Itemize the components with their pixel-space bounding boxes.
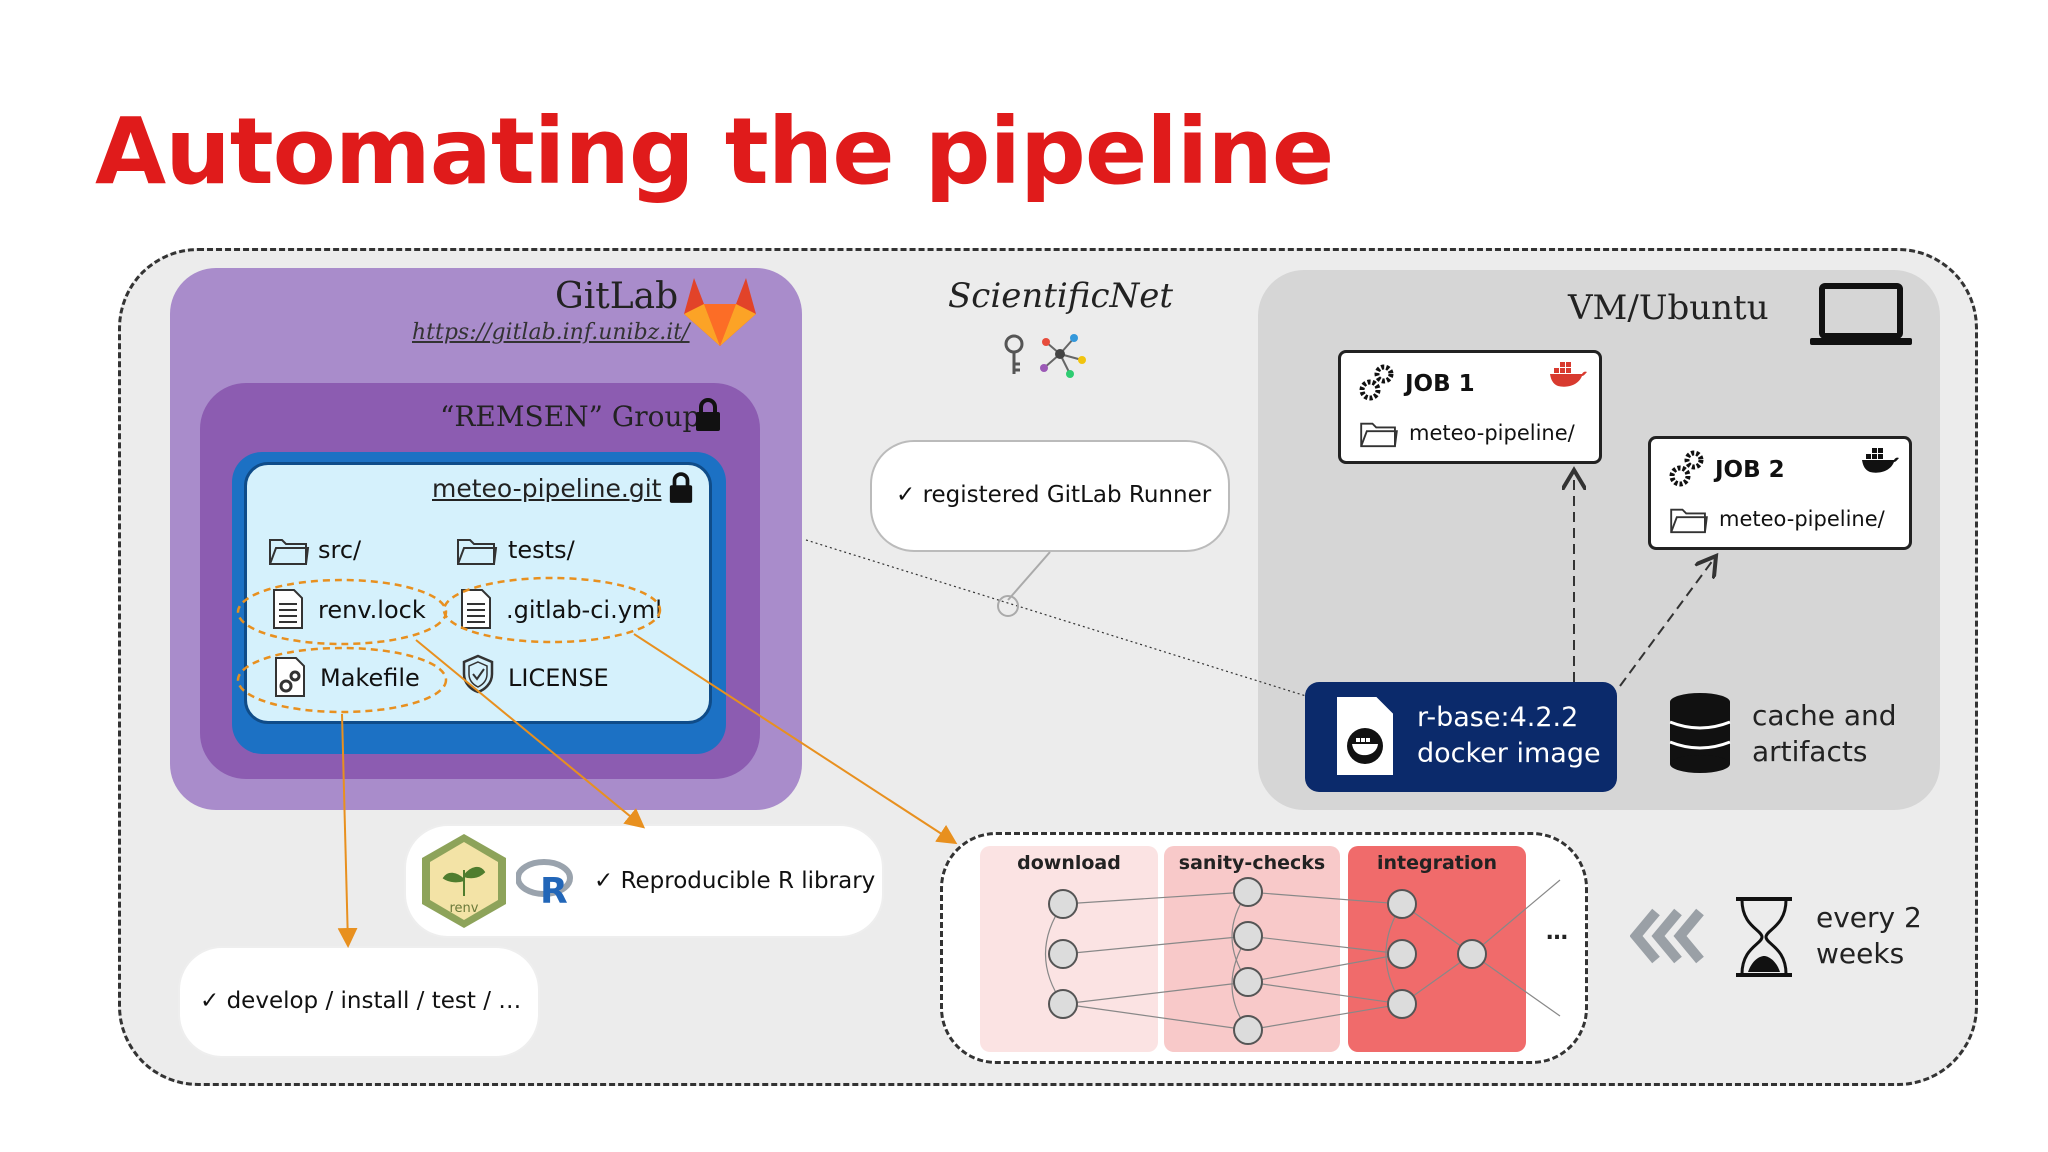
reproducible-text: ✓ Reproducible R library [594, 868, 876, 894]
laptop-icon [1810, 283, 1912, 345]
develop-text: ✓ develop / install / test / … [200, 988, 522, 1014]
file-src[interactable]: src/ [318, 536, 362, 564]
gitlab-logo-icon [684, 278, 756, 346]
docker-whale-icon [1862, 448, 1899, 473]
stage-download-label: download [1017, 852, 1121, 874]
job1-folder: meteo-pipeline/ [1409, 421, 1575, 445]
file-tests[interactable]: tests/ [508, 536, 575, 564]
rewind-chevrons-icon [1630, 908, 1704, 964]
stage-sanity-label: sanity-checks [1178, 852, 1326, 874]
r-logo-icon: R [516, 859, 573, 906]
docker-file-icon [1337, 697, 1393, 775]
stage-integration-label: integration [1377, 852, 1497, 874]
gitlab-label: GitLab [555, 276, 679, 317]
docker-whale-icon [1550, 362, 1587, 387]
folder-icon [1360, 422, 1398, 448]
renv-logo-text: renv [450, 901, 479, 916]
cache-label-line2: artifacts [1752, 735, 1868, 768]
stage-integration [1348, 846, 1526, 1052]
scientificnet-label: ScientificNet [948, 276, 1174, 316]
stage-ellipsis: … [1546, 920, 1568, 945]
docker-image-name: r-base:4.2.2 [1417, 702, 1579, 733]
r-logo-text: R [540, 871, 568, 906]
file-license[interactable]: LICENSE [508, 664, 609, 692]
file-makefile[interactable]: Makefile [320, 664, 420, 692]
develop-bubble: ✓ develop / install / test / … [178, 946, 540, 1058]
frequency-line2: weeks [1816, 937, 1905, 970]
group-label: “REMSEN” Group [440, 400, 701, 433]
job2-card[interactable]: JOB 2 meteo-pipeline/ [1648, 436, 1912, 550]
document-icon [461, 589, 491, 629]
gears-icon [1359, 364, 1394, 401]
gitlab-url-link[interactable]: https://gitlab.inf.unibz.it/ [412, 320, 690, 345]
file-renv-lock[interactable]: renv.lock [318, 596, 426, 624]
gears-icon [1669, 450, 1704, 487]
makefile-gear-icon [275, 657, 305, 697]
lock-icon [696, 398, 720, 431]
database-icon [1669, 693, 1731, 773]
job2-title: JOB 2 [1715, 457, 1785, 483]
network-key-icon [1004, 334, 1086, 378]
repo-name[interactable]: meteo-pipeline.git [432, 474, 662, 503]
frequency-line1: every 2 [1816, 901, 1922, 934]
docker-image-caption: docker image [1417, 738, 1601, 769]
vm-label: VM/Ubuntu [1568, 288, 1769, 328]
file-gitlab-ci[interactable]: .gitlab-ci.yml [506, 596, 662, 624]
job2-folder: meteo-pipeline/ [1719, 507, 1885, 531]
renv-logo-icon: renv [422, 834, 506, 928]
reproducible-bubble: ✓ Reproducible R library [404, 824, 884, 938]
hourglass-icon [1736, 897, 1792, 977]
cache-label-line1: cache and [1752, 699, 1897, 732]
lock-icon [669, 472, 693, 503]
runner-bubble: ✓ registered GitLab Runner [870, 440, 1230, 552]
runner-text: ✓ registered GitLab Runner [896, 482, 1212, 508]
page-title: Automating the pipeline [95, 98, 1334, 205]
job1-title: JOB 1 [1405, 371, 1475, 397]
document-icon [273, 589, 303, 629]
folder-icon [269, 539, 310, 565]
folder-icon [457, 539, 498, 565]
folder-icon [1670, 508, 1708, 534]
